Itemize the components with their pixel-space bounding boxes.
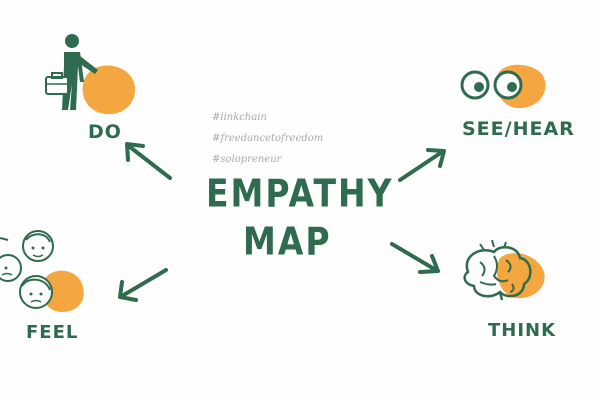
arrow-to-feel	[118, 268, 168, 302]
eyes-icon	[460, 64, 546, 109]
hashtag-1: #linkchain	[212, 112, 267, 123]
brain-icon	[463, 239, 545, 301]
person-with-briefcase-icon	[45, 34, 136, 115]
label-see-hear: SEE/HEAR	[462, 118, 575, 140]
title-line-1: EMPATHY	[206, 171, 394, 216]
label-feel: FEEL	[26, 322, 79, 343]
arrow-to-think	[390, 242, 440, 274]
faces-icon	[0, 230, 84, 312]
arrow-to-see-hear	[398, 148, 446, 182]
arrow-to-do	[125, 142, 172, 180]
label-think: THINK	[488, 320, 557, 341]
title-line-2: MAP	[243, 219, 332, 264]
hashtag-2: #freedancetofreedom	[212, 133, 324, 144]
hashtag-3: #solopreneur	[212, 154, 282, 165]
label-do: DO	[88, 121, 122, 143]
